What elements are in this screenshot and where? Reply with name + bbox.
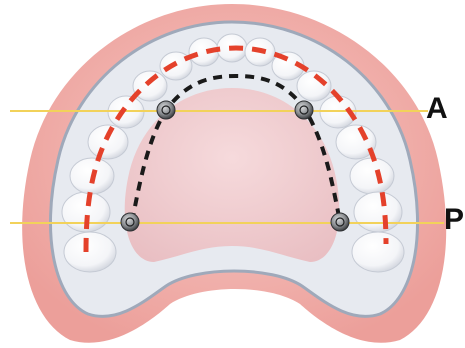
implant-icon bbox=[295, 101, 313, 119]
label-anterior: A bbox=[426, 94, 448, 124]
tooth-icon bbox=[64, 232, 116, 272]
label-posterior: P bbox=[444, 205, 464, 235]
tooth-icon bbox=[297, 71, 331, 101]
tooth-icon bbox=[352, 232, 404, 272]
tooth-icon bbox=[354, 192, 402, 232]
implant-icon bbox=[157, 101, 175, 119]
tooth-icon bbox=[88, 125, 128, 159]
tooth-icon bbox=[133, 71, 167, 101]
implant-icon bbox=[121, 213, 139, 231]
tooth-icon bbox=[350, 158, 394, 194]
implant-icon bbox=[331, 213, 349, 231]
